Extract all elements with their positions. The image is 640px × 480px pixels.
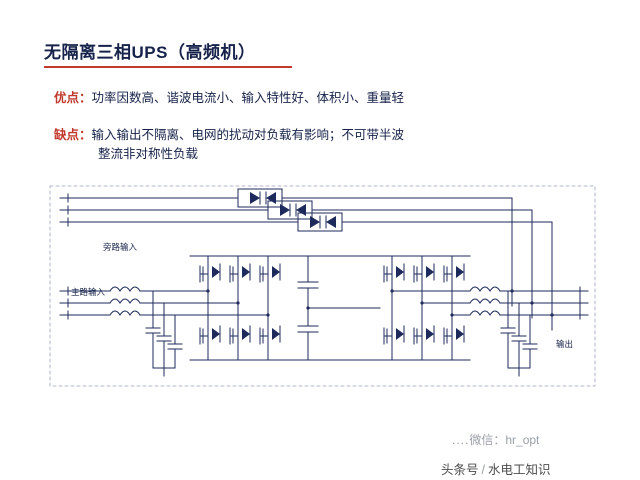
footer-separator: /: [481, 463, 485, 477]
footer-attribution: 头条号/水电工知识: [441, 459, 551, 478]
title-underline: [44, 66, 292, 68]
cons-tag: 缺点：: [54, 128, 92, 142]
footer-bar: [0, 456, 640, 480]
watermark-prefix: 微信：: [469, 433, 506, 447]
circuit-schematic: [49, 185, 596, 387]
footer-source: 头条号: [441, 463, 479, 477]
cons-line: 缺点：输入输出不隔离、电网的扰动对负载有影响；不可带半波 整流非对称性负载: [54, 126, 574, 164]
footer-account: 水电工知识: [488, 463, 551, 477]
cons-text-line2: 整流非对称性负载: [98, 147, 199, 161]
label-bypass-input: 旁路输入: [103, 242, 138, 252]
pros-text: 功率因数高、谐波电流小、输入特性好、体积小、重量轻: [91, 91, 405, 105]
label-output: 输出: [556, 339, 574, 349]
label-main-input: 主路输入: [71, 287, 106, 297]
circuit-diagram: 旁路输入 主路输入 输出: [40, 178, 605, 408]
page-title: 无隔离三相UPS（高频机）: [44, 43, 256, 62]
pros-line: 优点：功率因数高、谐波电流小、输入特性好、体积小、重量轻: [54, 89, 574, 108]
watermark-id: hr_opt: [505, 433, 540, 447]
cons-text-line1: 输入输出不隔离、电网的扰动对负载有影响；不可带半波: [91, 128, 405, 142]
watermark: ....微信：hr_opt: [452, 431, 539, 448]
watermark-dots: ....: [452, 433, 470, 447]
pros-tag: 优点：: [54, 91, 92, 105]
